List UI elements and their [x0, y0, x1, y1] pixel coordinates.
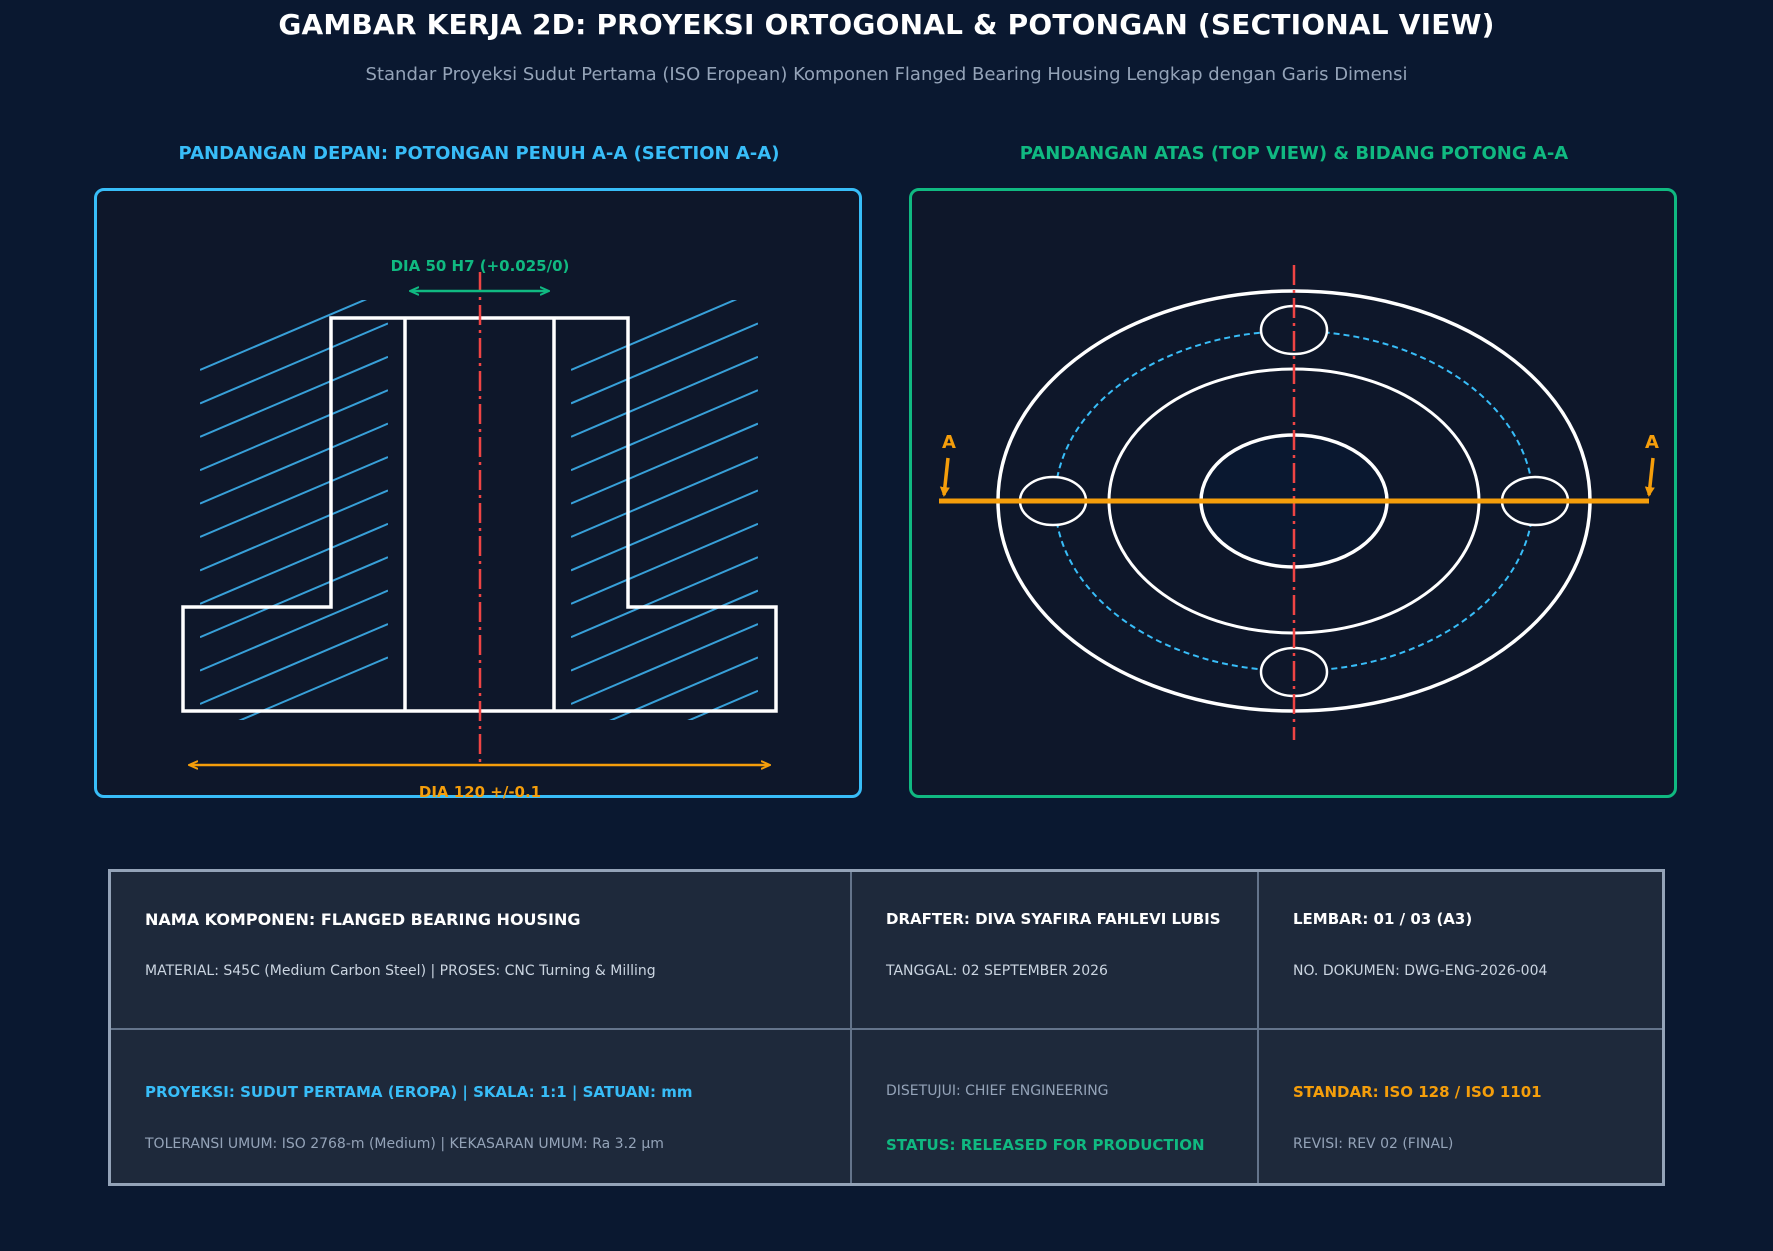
sheet-number: LEMBAR: 01 / 03 (A3): [1293, 910, 1473, 928]
hatch-line: [200, 322, 388, 405]
hatch-line: [571, 522, 758, 605]
cut-arrow-left: [939, 457, 950, 497]
section-hatching-right: [571, 300, 758, 720]
hatch-line: [571, 623, 758, 705]
housing-outline: [181, 316, 778, 713]
hatch-line: [200, 422, 388, 505]
hatch-line: [571, 355, 758, 438]
page-title: GAMBAR KERJA 2D: PROYEKSI ORTOGONAL & PO…: [278, 8, 1495, 41]
hatch-line: [571, 300, 758, 371]
cut-arrow-right: [1644, 457, 1655, 497]
drafter-name: DRAFTER: DIVA SYAFIRA FAHLEVI LUBIS: [886, 910, 1221, 928]
hatch-line: [200, 556, 388, 639]
section-hatching-left: [200, 300, 388, 720]
title-block: NAMA KOMPONEN: FLANGED BEARING HOUSING M…: [108, 869, 1665, 1186]
title-block-divider: [850, 872, 852, 1183]
hatch-line: [571, 556, 758, 639]
revision-info: REVISI: REV 02 (FINAL): [1293, 1136, 1454, 1152]
component-name: NAMA KOMPONEN: FLANGED BEARING HOUSING: [145, 910, 581, 929]
hatch-line: [571, 589, 758, 672]
approval-info: DISETUJUI: CHIEF ENGINEERING: [886, 1083, 1109, 1099]
projection-info: PROYEKSI: SUDUT PERTAMA (EROPA) | SKALA:…: [145, 1083, 693, 1101]
document-number: NO. DOKUMEN: DWG-ENG-2026-004: [1293, 963, 1548, 979]
bore-dimension-label: DIA 50 H7 (+0.025/0): [390, 257, 570, 275]
page-subtitle: Standar Proyeksi Sudut Pertama (ISO Erop…: [365, 64, 1408, 85]
hatch-line: [200, 389, 388, 472]
hatch-line: [200, 489, 388, 572]
hatch-line: [200, 623, 388, 705]
cut-label-right: A: [1645, 432, 1659, 453]
standard-info: STANDAR: ISO 128 / ISO 1101: [1293, 1083, 1542, 1101]
hatch-line: [571, 656, 758, 720]
hatch-line: [200, 300, 388, 371]
hatch-line: [571, 422, 758, 505]
status-badge: STATUS: RELEASED FOR PRODUCTION: [886, 1136, 1205, 1154]
tolerance-info: TOLERANSI UMUM: ISO 2768-m (Medium) | KE…: [145, 1136, 664, 1152]
hatch-line: [571, 489, 758, 572]
hatch-line: [200, 656, 388, 720]
hatch-line: [571, 456, 758, 538]
hatch-line: [571, 389, 758, 472]
hatch-line: [571, 689, 758, 720]
hatch-line: [200, 355, 388, 438]
hatch-line: [571, 322, 758, 405]
top-view-title: PANDANGAN ATAS (TOP VIEW) & BIDANG POTON…: [1019, 143, 1569, 164]
title-block-divider: [1257, 872, 1259, 1183]
drawing-date: TANGGAL: 02 SEPTEMBER 2026: [886, 963, 1108, 979]
hatch-line: [200, 456, 388, 538]
outer-dimension-label: DIA 120 +/-0.1: [418, 783, 542, 801]
hatch-line: [200, 522, 388, 605]
hatch-line: [200, 589, 388, 672]
front-view-title: PANDANGAN DEPAN: POTONGAN PENUH A-A (SEC…: [178, 143, 780, 164]
title-block-divider: [111, 1028, 1662, 1030]
material-info: MATERIAL: S45C (Medium Carbon Steel) | P…: [145, 963, 656, 979]
cut-label-left: A: [942, 432, 956, 453]
